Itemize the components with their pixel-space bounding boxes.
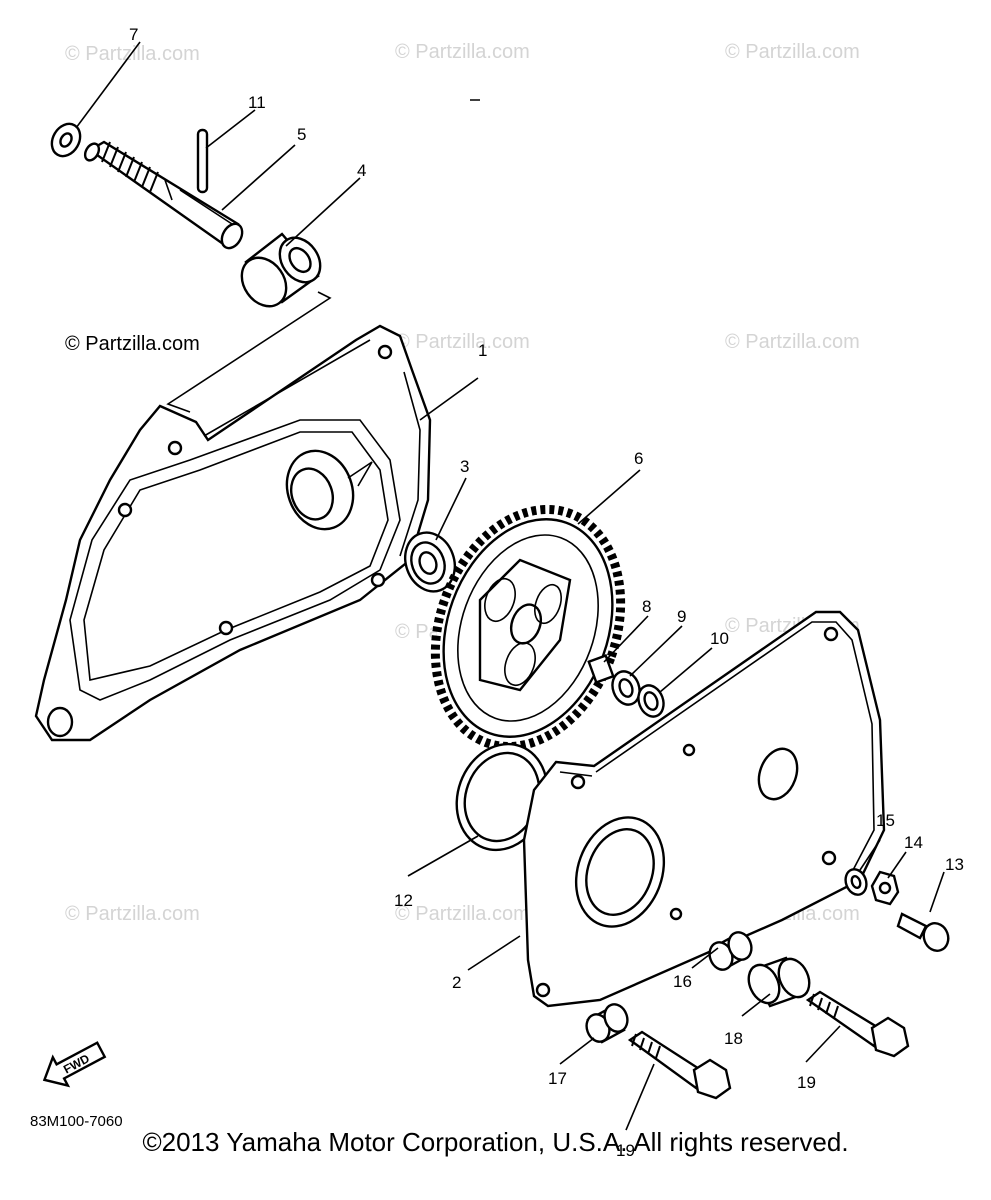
assembly-line <box>166 291 332 413</box>
callout-14: 14 <box>904 833 923 852</box>
callout-4: 4 <box>357 161 366 180</box>
part-4-bushing <box>240 232 322 308</box>
watermark: © Partzilla.com <box>395 331 530 353</box>
callout-16: 16 <box>673 972 692 991</box>
part-13-screw <box>896 912 950 952</box>
part-9-washer <box>611 670 641 706</box>
part-10-washer <box>637 684 665 718</box>
part-8-key <box>587 654 615 684</box>
watermark: © Partzilla.com <box>395 903 530 925</box>
callout-1: 1 <box>478 341 487 360</box>
callout-5: 5 <box>297 125 306 144</box>
part-3-bearing <box>404 531 456 593</box>
part-15-washer <box>844 868 868 896</box>
callout-15: 15 <box>876 811 895 830</box>
part-6-gear <box>430 504 626 752</box>
part-17-collar <box>585 1003 629 1044</box>
callout-3: 3 <box>460 457 469 476</box>
part-2-cover <box>522 610 886 1008</box>
callout-19: 19 <box>797 1073 816 1092</box>
callout-labels: 7 11 5 4 1 3 6 8 9 10 12 13 14 15 2 16 1… <box>129 25 964 1160</box>
part-19-bolt <box>627 1030 732 1100</box>
callout-13: 13 <box>945 855 964 874</box>
part-19-bolt <box>805 990 910 1058</box>
watermark: © Partzilla.com <box>725 41 860 63</box>
watermark: © Partzilla.com <box>395 41 530 63</box>
diagram-code: 83M100-7060 <box>30 1113 123 1130</box>
callout-17: 17 <box>548 1069 567 1088</box>
part-1-housing <box>34 324 432 742</box>
part-12-oring <box>455 742 549 852</box>
part-11-pin <box>196 128 209 194</box>
callout-6: 6 <box>634 449 643 468</box>
part-18-bushing <box>747 956 811 1008</box>
callout-11: 11 <box>248 93 266 112</box>
watermark-dark: © Partzilla.com <box>65 333 200 355</box>
part-7-washer <box>50 122 82 158</box>
callout-9: 9 <box>677 607 686 626</box>
watermark: © Partzilla.com <box>65 903 200 925</box>
callout-8: 8 <box>642 597 651 616</box>
callout-18: 18 <box>724 1029 743 1048</box>
copyright-notice: ©2013 Yamaha Motor Corporation, U.S.A. A… <box>142 1127 849 1157</box>
part-5-shaft <box>83 140 244 250</box>
part-14-nut <box>870 870 900 906</box>
callout-12: 12 <box>394 891 413 910</box>
callout-10: 10 <box>710 629 729 648</box>
leader-lines <box>75 41 945 1131</box>
callout-2: 2 <box>452 973 461 992</box>
watermark: © Partzilla.com <box>65 43 200 65</box>
callout-19: 19 <box>616 1141 635 1160</box>
watermark: © Partzilla.com <box>725 331 860 353</box>
forward-arrow-icon: FWD <box>42 1041 107 1088</box>
callout-7: 7 <box>129 25 138 44</box>
